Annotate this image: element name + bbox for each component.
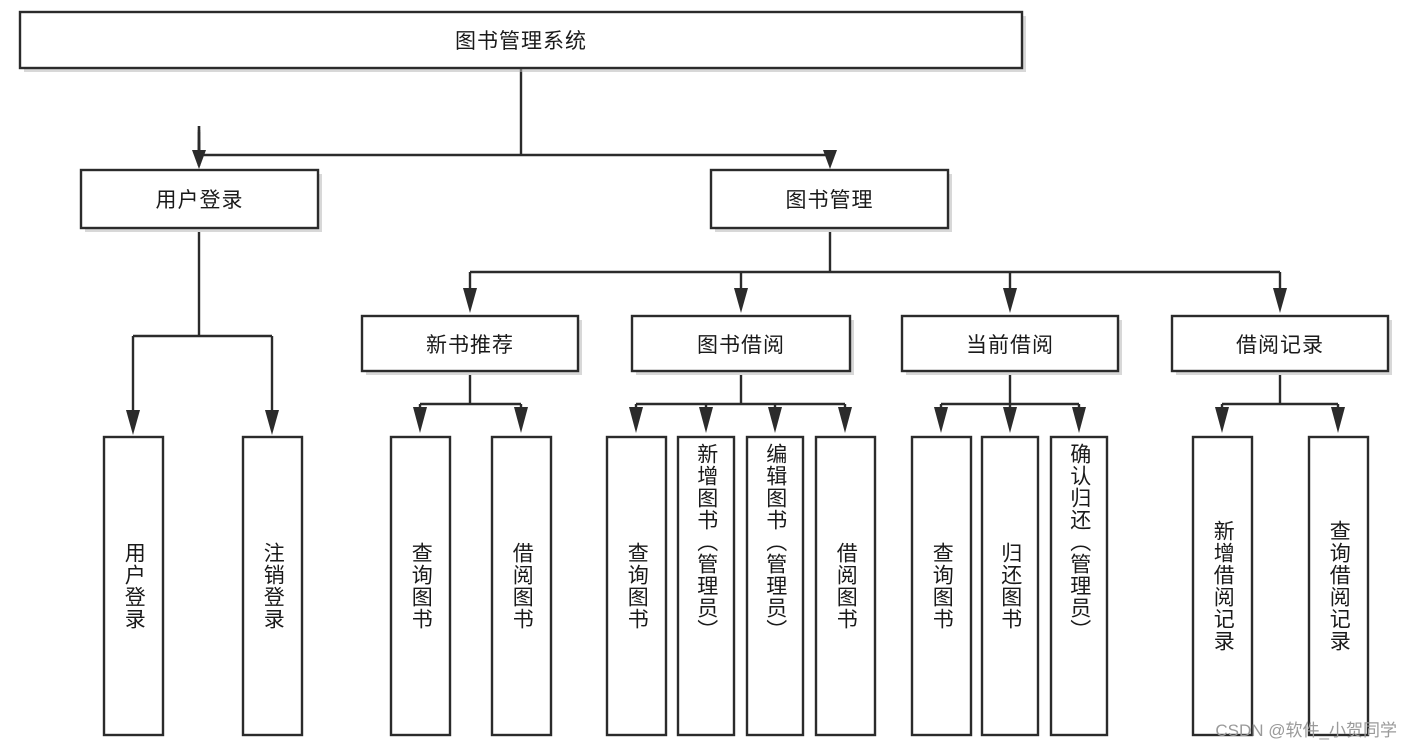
node-user-login-rect[interactable] xyxy=(79,168,320,230)
node-current-borrow-rect[interactable] xyxy=(900,314,1120,373)
arrow-head-userlogin-1 xyxy=(126,410,140,435)
connector-group-root xyxy=(197,68,830,158)
leaf-rect-current-borrow-3[interactable] xyxy=(1049,435,1109,737)
node-new-book-rect[interactable] xyxy=(360,314,580,373)
arrow-head-currentborrow-3 xyxy=(1072,407,1086,433)
connector-group-book-manage xyxy=(463,232,1287,313)
arrow-head-root-right xyxy=(823,150,837,169)
node-book-borrow[interactable] xyxy=(630,314,854,375)
node-borrow-record[interactable] xyxy=(1170,314,1392,375)
arrow-root-to-book-manage xyxy=(823,150,837,169)
leaf-rect-book-borrow-4[interactable] xyxy=(814,435,877,737)
node-root-rect[interactable] xyxy=(18,10,1024,70)
arrow-head-bookborrow-1 xyxy=(629,407,643,433)
leaf-rect-current-borrow-1[interactable] xyxy=(910,435,973,737)
arrow-head-lvl3-2 xyxy=(734,288,748,313)
leaf-rect-user-login-1[interactable] xyxy=(102,435,165,737)
arrow-head-currentborrow-1 xyxy=(934,407,948,433)
node-root-system[interactable] xyxy=(18,10,1026,72)
leaf-rect-book-borrow-2[interactable] xyxy=(676,435,736,737)
arrow-head-newbook-1 xyxy=(413,407,427,433)
arrow-head-lvl3-1 xyxy=(463,288,477,313)
connector-group-borrow-record xyxy=(1215,375,1345,433)
connector-group-new-book xyxy=(413,375,528,433)
arrow-head-borrowrecord-2 xyxy=(1331,407,1345,433)
leaf-rect-book-borrow-3[interactable] xyxy=(745,435,805,737)
arrow-head-root-left xyxy=(192,150,206,169)
arrow-head-lvl3-4 xyxy=(1273,288,1287,313)
leaf-rect-book-borrow-1[interactable] xyxy=(605,435,668,737)
node-borrow-record-rect[interactable] xyxy=(1170,314,1390,373)
connector-group-current-borrow xyxy=(934,375,1086,433)
node-current-borrow[interactable] xyxy=(900,314,1122,375)
arrow-root-to-user-login xyxy=(192,132,206,169)
connector-group-book-borrow xyxy=(629,375,852,433)
node-new-book-recommend[interactable] xyxy=(360,314,582,375)
arrow-head-bookborrow-3 xyxy=(768,407,782,433)
arrow-head-newbook-2 xyxy=(514,407,528,433)
leaf-rect-borrow-record-1[interactable] xyxy=(1191,435,1254,737)
node-book-manage-rect[interactable] xyxy=(709,168,950,230)
connector-group-user-login xyxy=(126,232,279,435)
node-book-manage[interactable] xyxy=(709,168,952,232)
node-book-borrow-rect[interactable] xyxy=(630,314,852,373)
arrow-head-currentborrow-2 xyxy=(1003,407,1017,433)
arrow-head-lvl3-3 xyxy=(1003,288,1017,313)
arrow-head-userlogin-2 xyxy=(265,410,279,435)
leaf-rect-user-login-2[interactable] xyxy=(241,435,304,737)
leaf-rect-new-book-2[interactable] xyxy=(490,435,553,737)
leaf-rect-current-borrow-2[interactable] xyxy=(980,435,1040,737)
arrow-head-bookborrow-2 xyxy=(699,407,713,433)
node-user-login[interactable] xyxy=(79,168,322,232)
leaf-rect-new-book-1[interactable] xyxy=(389,435,452,737)
arrow-head-bookborrow-4 xyxy=(838,407,852,433)
arrow-head-borrowrecord-1 xyxy=(1215,407,1229,433)
leaf-rect-borrow-record-2[interactable] xyxy=(1307,435,1370,737)
